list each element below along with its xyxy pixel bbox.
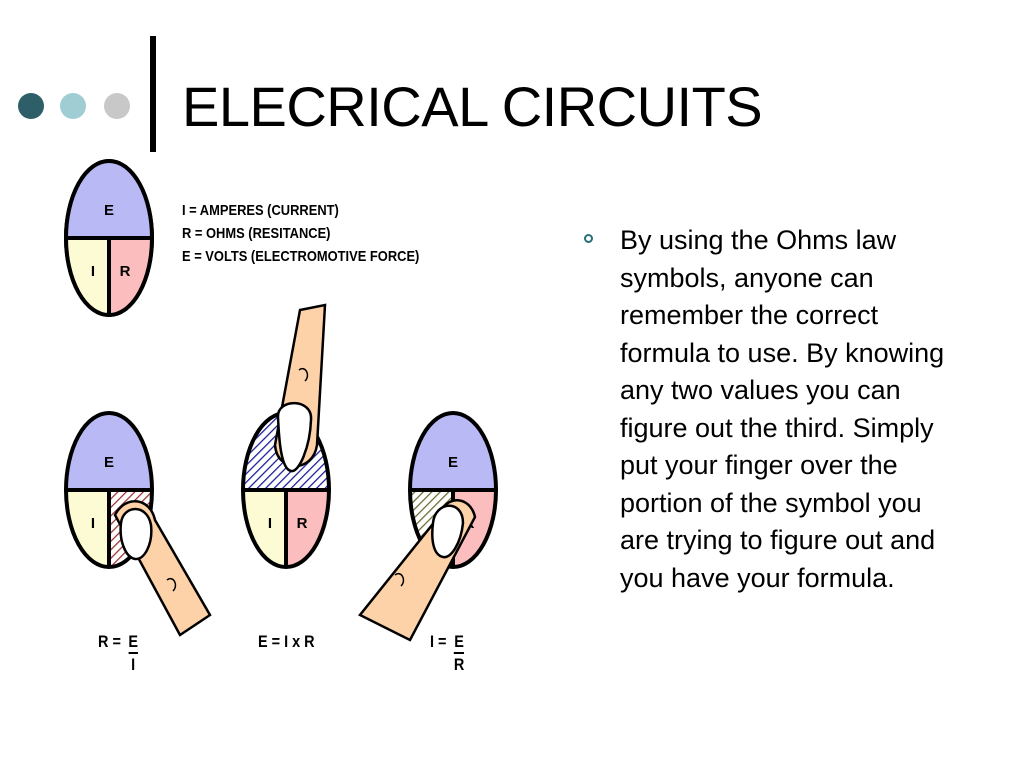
formula-voltage: E = I x R [258, 632, 315, 651]
cur-e-label: E [448, 454, 458, 471]
volt-r-label: R [297, 515, 308, 532]
key-r-label: R [120, 263, 131, 280]
legend-voltage: E = VOLTS (ELECTROMOTIVE FORCE) [182, 248, 420, 265]
formula-resistance-left: R = [98, 632, 121, 651]
key-i-label: I [91, 263, 95, 280]
key-e-label: E [104, 202, 114, 219]
formula-current: I = E R [430, 632, 465, 676]
title-divider [150, 36, 156, 152]
formula-resistance-den: I [131, 655, 136, 674]
formula-current-left: I = [430, 632, 447, 651]
bullet-circle-icon [584, 234, 593, 243]
legend-current: I = AMPERES (CURRENT) [182, 202, 339, 219]
formula-current-num: E [453, 632, 465, 654]
dot-mid [60, 93, 86, 119]
res-e-label: E [104, 454, 114, 471]
dot-dark [18, 93, 44, 119]
legend-resistance: R = OHMS (RESITANCE) [182, 225, 331, 242]
volt-i-label: I [268, 515, 272, 532]
slide-title: ELECRICAL CIRCUITS [182, 75, 763, 138]
ohms-law-diagram: E I R E I I R [55, 155, 575, 695]
title-dots [18, 93, 138, 121]
dot-light [104, 93, 130, 119]
key-symbol: E I R [64, 159, 154, 317]
symbol-legend: I = AMPERES (CURRENT) R = OHMS (RESITANC… [182, 199, 419, 268]
bullet-text: By using the Ohms law symbols, anyone ca… [620, 225, 945, 593]
formula-resistance-num: E [128, 632, 138, 654]
formula-resistance: R = E I [98, 632, 138, 676]
bullet-item: By using the Ohms law symbols, anyone ca… [584, 222, 964, 597]
symbol-current: E R [358, 411, 498, 642]
res-i-label: I [91, 515, 95, 532]
ohms-law-svg: E I R E I I R [64, 159, 498, 642]
symbol-resistance: E I [64, 411, 212, 637]
symbol-voltage: I R [241, 303, 331, 569]
formula-current-den: R [453, 655, 465, 674]
